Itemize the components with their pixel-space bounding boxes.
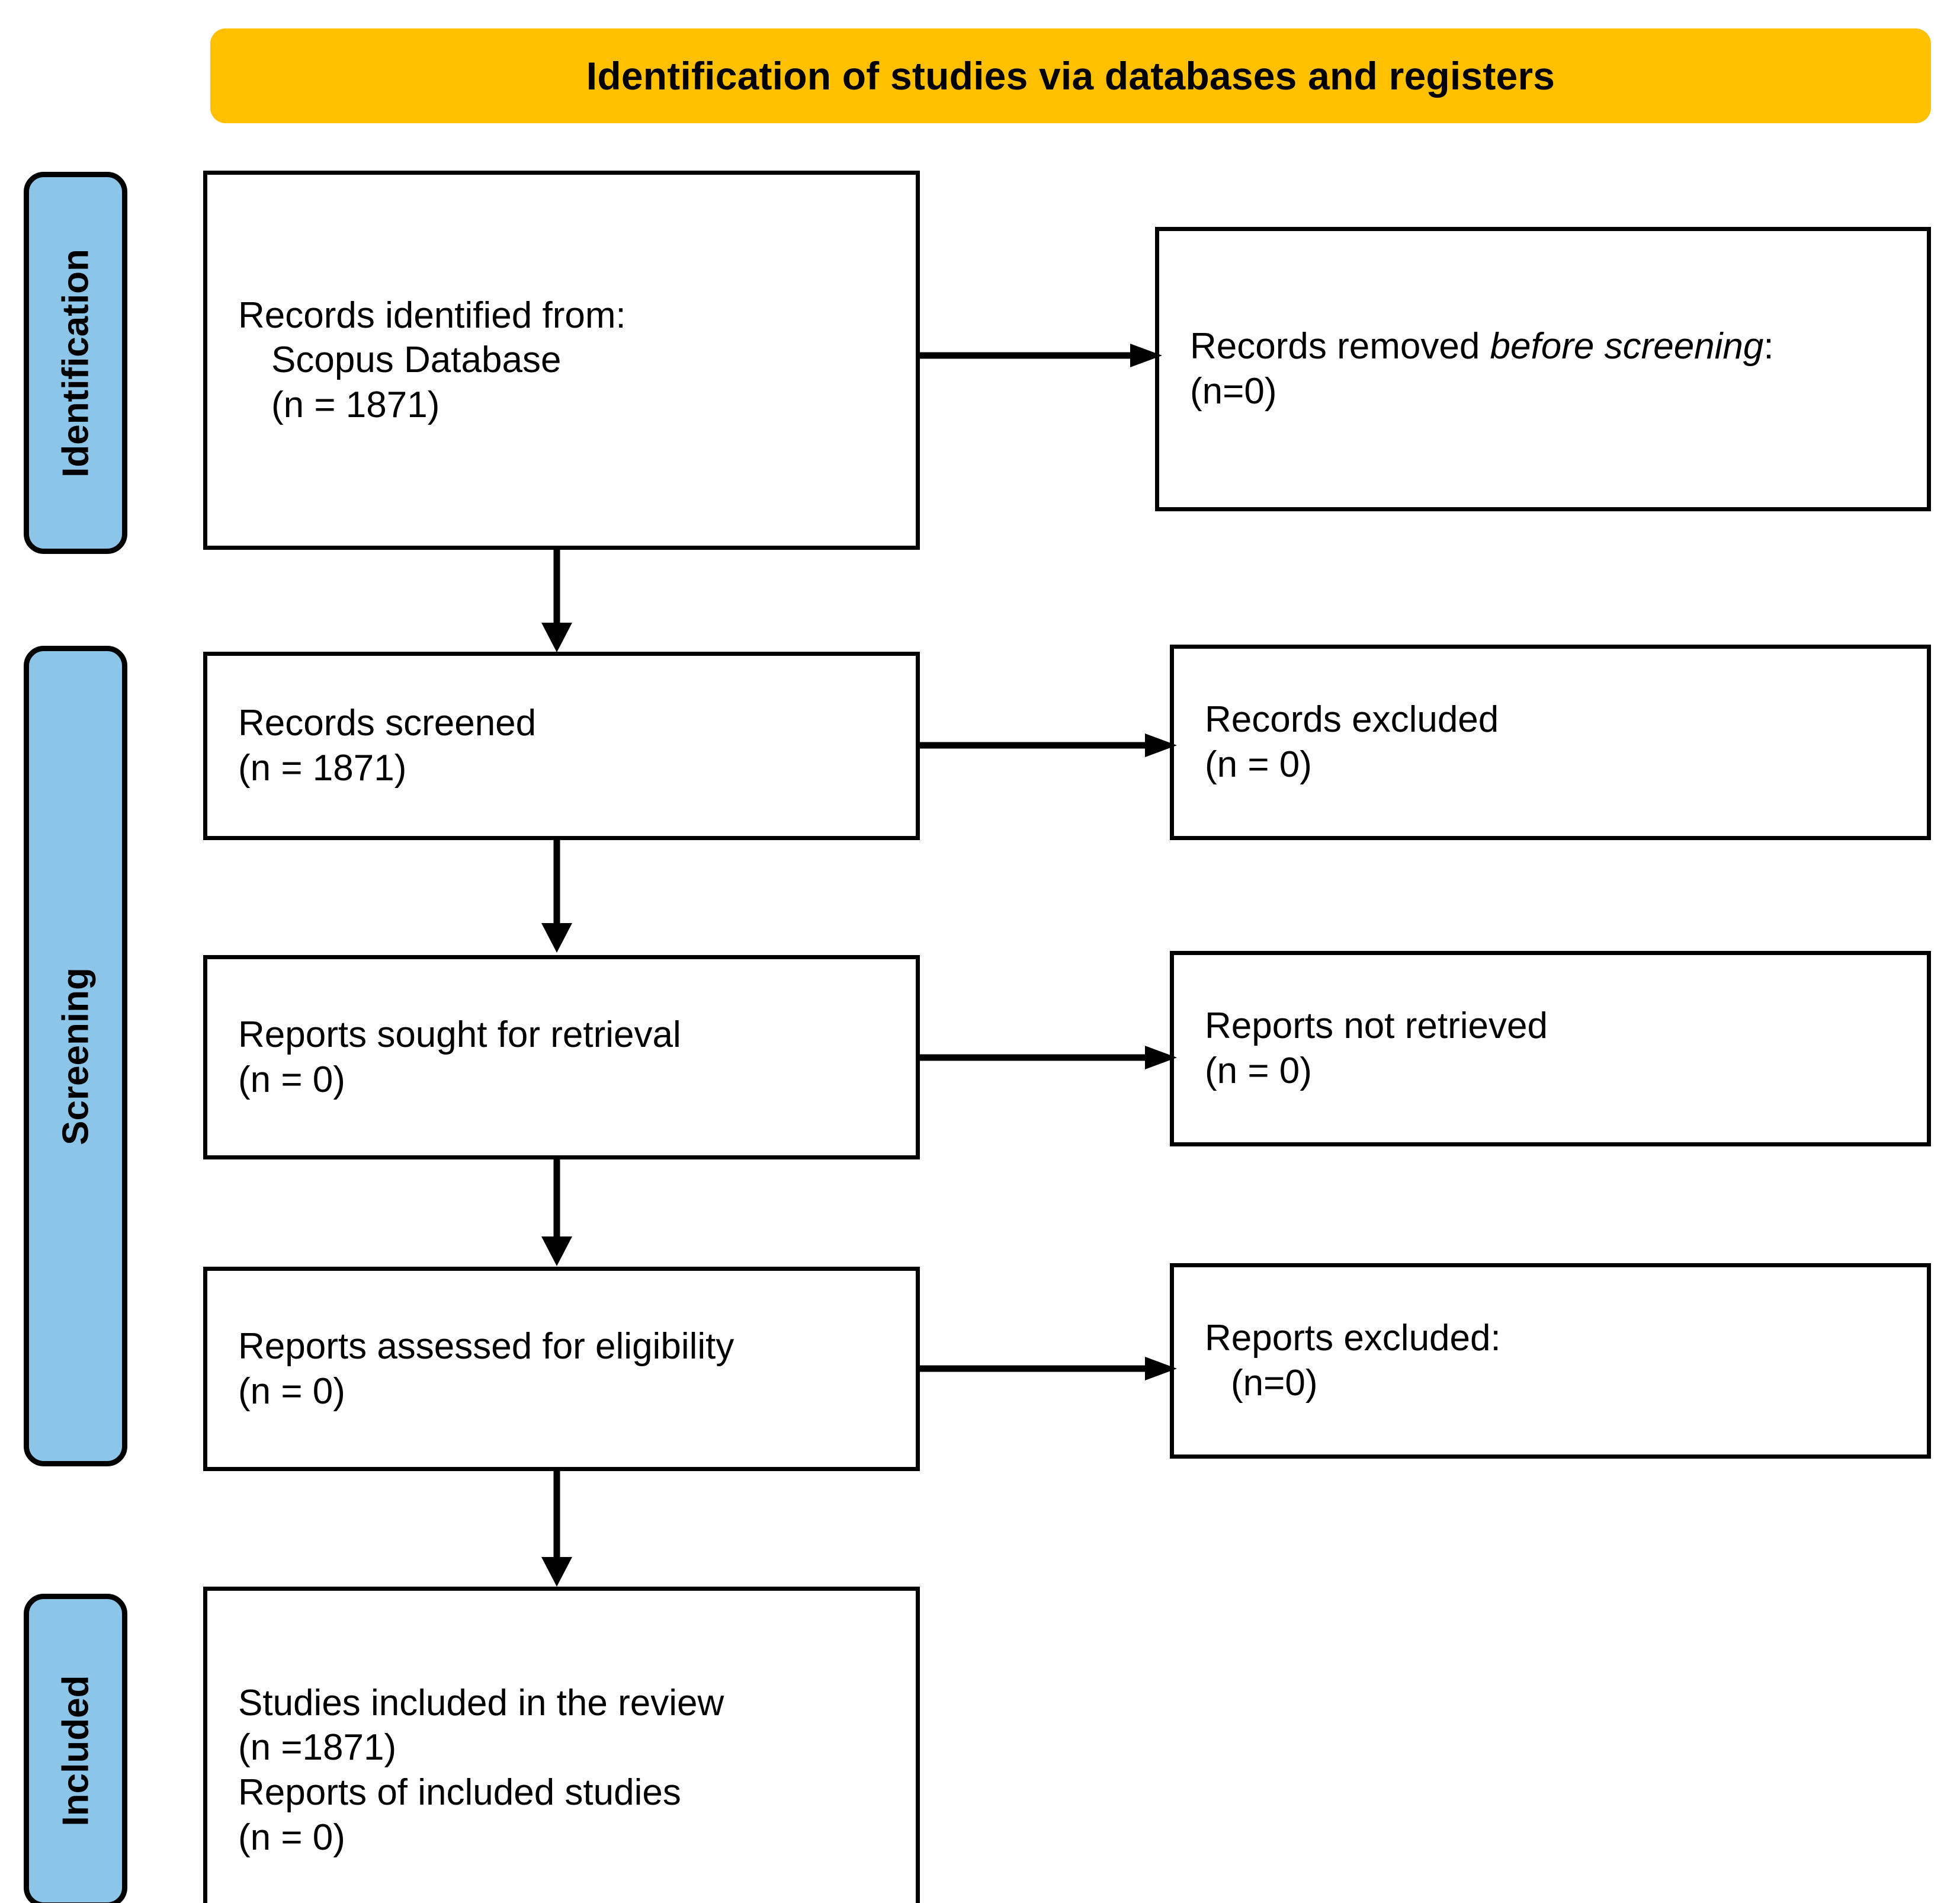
records-removed-line1: Records removed before screening: <box>1190 324 1915 369</box>
arrow-identified-to-screened <box>533 548 580 653</box>
arrow-screened-to-sought <box>533 838 580 954</box>
records-removed-line1-italic: before screening <box>1490 326 1764 367</box>
reports-assessed-line2: (n = 0) <box>238 1370 345 1412</box>
records-removed-line1-post: : <box>1763 326 1774 367</box>
reports-assessed-line1: Reports assessed for eligibility <box>238 1325 734 1367</box>
box-reports-excluded: Reports excluded: (n=0) <box>1170 1263 1931 1459</box>
box-records-excluded: Records excluded (n = 0) <box>1170 645 1931 840</box>
reports-not-retrieved-line1: Reports not retrieved <box>1205 1005 1548 1047</box>
box-studies-included-text: Studies included in the review (n =1871)… <box>207 1681 916 1860</box>
reports-sought-line2: (n = 0) <box>238 1059 345 1100</box>
records-identified-line2: Scopus Database <box>271 339 562 381</box>
box-reports-not-retrieved-text: Reports not retrieved (n = 0) <box>1174 1004 1927 1093</box>
box-records-screened: Records screened (n = 1871) <box>203 652 920 840</box>
studies-included-line1: Studies included in the review <box>238 1682 724 1723</box>
box-reports-sought-text: Reports sought for retrieval (n = 0) <box>207 1013 916 1102</box>
stage-pill-identification: Identification <box>24 172 127 554</box>
studies-included-line3: Reports of included studies <box>238 1772 681 1813</box>
box-reports-sought: Reports sought for retrieval (n = 0) <box>203 955 920 1159</box>
records-identified-line1: Records identified from: <box>238 294 626 336</box>
box-reports-excluded-text: Reports excluded: (n=0) <box>1174 1316 1927 1405</box>
studies-included-line4: (n = 0) <box>238 1816 345 1858</box>
diagram-header-banner: Identification of studies via databases … <box>210 28 1931 123</box>
stage-label-screening: Screening <box>55 967 96 1145</box>
box-reports-assessed-text: Reports assessed for eligibility (n = 0) <box>207 1324 916 1414</box>
records-removed-line1-pre: Records removed <box>1190 326 1490 367</box>
arrow-assessed-to-excluded <box>917 1357 1181 1380</box>
reports-excluded-line2: (n=0) <box>1231 1363 1318 1404</box>
box-records-removed: Records removed before screening: (n=0) <box>1155 227 1931 511</box>
records-excluded-line2: (n = 0) <box>1205 744 1312 785</box>
page-title: Identification of studies via databases … <box>586 54 1555 98</box>
records-identified-line3: (n = 1871) <box>271 384 440 425</box>
records-screened-line1: Records screened <box>238 703 537 744</box>
box-records-identified-text: Records identified from: Scopus Database… <box>207 293 916 428</box>
stage-pill-screening: Screening <box>24 646 127 1466</box>
arrow-screened-to-excluded <box>917 733 1181 757</box>
reports-excluded-line1: Reports excluded: <box>1205 1318 1501 1359</box>
stage-label-identification: Identification <box>55 248 96 478</box>
box-reports-assessed: Reports assessed for eligibility (n = 0) <box>203 1267 920 1471</box>
box-reports-not-retrieved: Reports not retrieved (n = 0) <box>1170 951 1931 1146</box>
reports-sought-line1: Reports sought for retrieval <box>238 1014 681 1055</box>
arrow-sought-to-assessed <box>533 1158 580 1267</box>
box-records-screened-text: Records screened (n = 1871) <box>207 701 916 790</box>
box-records-excluded-text: Records excluded (n = 0) <box>1174 697 1927 787</box>
box-records-removed-text: Records removed before screening: (n=0) <box>1159 324 1927 414</box>
records-removed-line2: (n=0) <box>1190 371 1277 412</box>
records-screened-line2: (n = 1871) <box>238 748 407 789</box>
arrow-sought-to-not-retrieved <box>917 1046 1181 1069</box>
box-records-identified: Records identified from: Scopus Database… <box>203 171 920 550</box>
records-excluded-line1: Records excluded <box>1205 699 1499 741</box>
studies-included-line2: (n =1871) <box>238 1727 397 1769</box>
box-studies-included: Studies included in the review (n =1871)… <box>203 1587 920 1903</box>
arrow-identified-to-removed <box>917 344 1166 367</box>
stage-label-included: Included <box>55 1675 96 1827</box>
arrow-assessed-to-included <box>533 1469 580 1588</box>
stage-pill-included: Included <box>24 1594 127 1903</box>
reports-not-retrieved-line2: (n = 0) <box>1205 1050 1312 1091</box>
